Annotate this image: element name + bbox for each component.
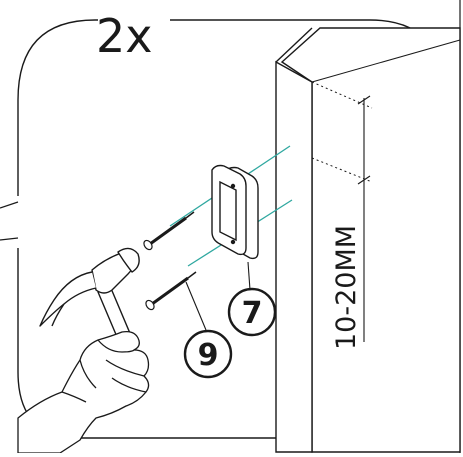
wall-panel: [275, 27, 461, 453]
bracket-hole-top: [230, 183, 236, 189]
measurement-guides: [311, 81, 373, 183]
callout-screws-number: 9: [198, 338, 219, 373]
bracket-hole-bottom: [230, 239, 236, 245]
hand-illustration: [17, 330, 150, 454]
bracket-part: [211, 164, 259, 260]
screw-upper: [143, 211, 195, 251]
hammer-illustration: [39, 247, 140, 345]
dimension-label: 10-20MM: [331, 225, 362, 350]
callout-leaders: [185, 261, 251, 331]
callout-screws: 9: [183, 329, 233, 379]
screw-lower: [145, 271, 197, 311]
callout-bracket-number: 7: [242, 296, 263, 331]
multiplier-label: 2x: [96, 9, 153, 63]
dimension-line: [357, 95, 371, 342]
callout-bracket: 7: [227, 287, 277, 337]
